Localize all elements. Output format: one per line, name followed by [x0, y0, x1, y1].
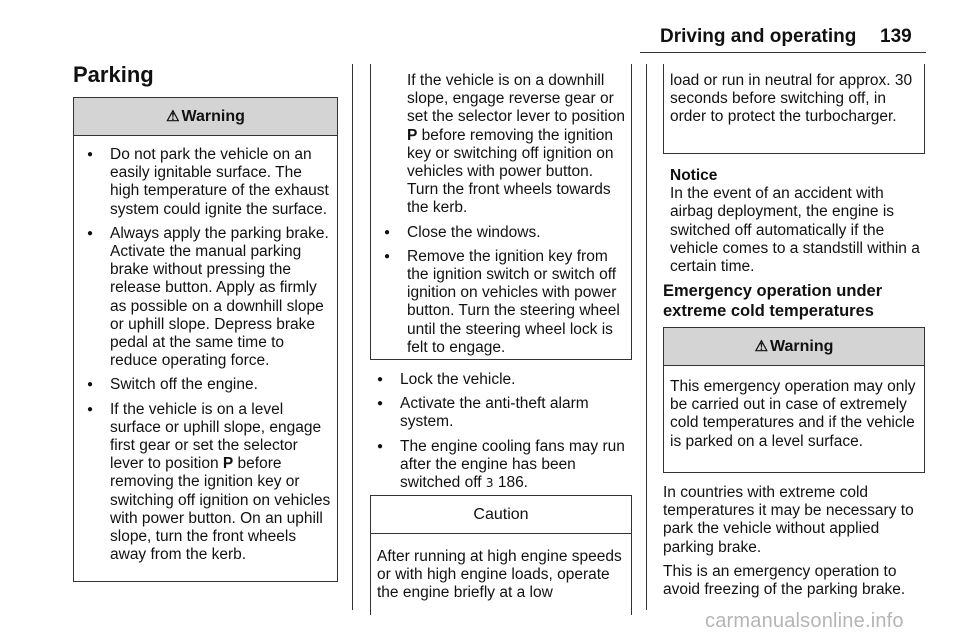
list-item: Close the windows.	[377, 224, 625, 242]
list-item: Do not park the vehicle on an easily ign…	[80, 146, 331, 219]
caution-box: Caution After running at high engine spe…	[370, 495, 632, 615]
warning-title: Warning	[770, 338, 834, 355]
list-item: The engine cooling fans may run after th…	[370, 438, 634, 493]
body-paragraphs: In countries with extreme cold temperatu…	[663, 484, 928, 605]
gear-position: P	[222, 455, 234, 473]
column-rule-1	[352, 64, 353, 610]
header-rule	[640, 52, 926, 53]
paragraph: In countries with extreme cold temperatu…	[663, 484, 914, 556]
notice-title: Notice	[670, 167, 718, 184]
running-header-title: Driving and operating	[660, 26, 857, 47]
warning-box-parking-continued: If the vehicle is on a downhill slope, e…	[370, 64, 632, 360]
warning-triangle-icon: ⚠	[754, 338, 769, 355]
middle-bullets: Lock the vehicle. Activate the anti-thef…	[370, 371, 634, 498]
watermark: carmanualsonline.info	[705, 610, 904, 632]
warning-triangle-icon: ⚠	[166, 108, 180, 125]
list-item: Remove the ignition key from the ignitio…	[377, 248, 625, 357]
emergency-heading: Emergency operation under extreme cold t…	[663, 282, 883, 320]
warning-list-continued: Close the windows. Remove the ignition k…	[377, 224, 625, 357]
warning-text: This emergency operation may only be car…	[670, 378, 916, 450]
column-rule-2	[646, 64, 647, 610]
reference-page[interactable]: 186.	[493, 474, 528, 492]
caution-text-continued: load or run in neutral for approx. 30 se…	[670, 72, 913, 126]
caution-text: After running at high engine speeds or w…	[377, 548, 622, 602]
page-reference-icon: 3	[485, 476, 494, 491]
list-item: Lock the vehicle.	[370, 371, 634, 389]
notice-text: In the event of an accident with airbag …	[670, 185, 920, 276]
list-item: If the vehicle is on a level surface or …	[80, 401, 331, 565]
warning-box-parking: ⚠Warning Do not park the vehicle on an e…	[73, 97, 338, 582]
warning-box-header: ⚠Warning	[664, 328, 924, 366]
item-text: If the vehicle is on a level surface or …	[110, 400, 322, 473]
warning-title: Warning	[181, 108, 245, 125]
warning-list: Do not park the vehicle on an easily ign…	[80, 146, 331, 564]
list-item: Always apply the parking brake. Activate…	[80, 225, 331, 371]
caution-box-header: Caution	[371, 496, 631, 534]
notice-block: Notice In the event of an accident with …	[670, 167, 930, 276]
list-item: Activate the anti-theft alarm system.	[370, 395, 634, 431]
page-number: 139	[880, 26, 912, 47]
item-text: If the vehicle is on a downhill slope, e…	[407, 72, 625, 126]
section-title: Parking	[73, 62, 154, 87]
item-text: before removing the ignition key or swit…	[407, 126, 614, 217]
list-item: Switch off the engine.	[80, 376, 331, 394]
item-text: before removing the ignition key or swit…	[110, 455, 331, 564]
gear-position: P	[407, 126, 418, 144]
caution-box-continued: load or run in neutral for approx. 30 se…	[663, 64, 925, 154]
item-text: The engine cooling fans may run after th…	[400, 437, 625, 492]
paragraph: This is an emergency operation to avoid …	[663, 562, 906, 599]
warning-box-header: ⚠Warning	[74, 98, 337, 136]
warning-box-cold: ⚠Warning This emergency operation may on…	[663, 327, 925, 473]
continued-paragraph: If the vehicle is on a downhill slope, e…	[377, 72, 625, 218]
